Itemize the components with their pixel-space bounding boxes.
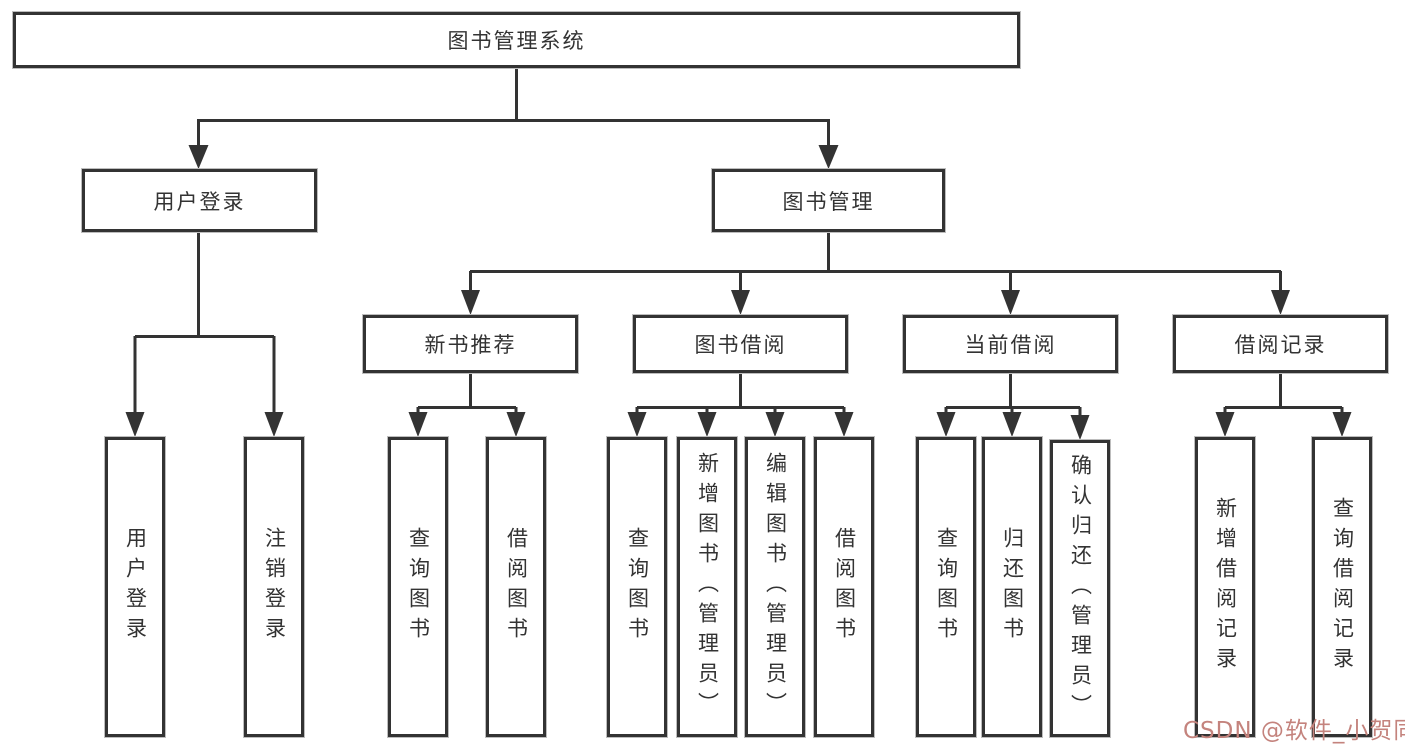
node-book-management-branch: 图书管理	[712, 169, 945, 232]
node-user-login-branch: 用户登录	[82, 169, 317, 232]
leaf-logout: 注销登录	[244, 437, 304, 737]
leaf-query-books-recommend: 查询图书	[388, 437, 448, 737]
leaf-confirm-return-admin: 确认归还（管理员）	[1050, 440, 1110, 737]
node-book-borrowing: 图书借阅	[633, 315, 848, 373]
leaf-query-books-current: 查询图书	[916, 437, 976, 737]
leaf-borrow-books-recommend: 借阅图书	[486, 437, 546, 737]
leaf-add-books-admin: 新增图书（管理员）	[677, 437, 737, 737]
node-borrowing-records: 借阅记录	[1173, 315, 1388, 373]
node-library-management-system: 图书管理系统	[13, 12, 1020, 68]
leaf-edit-books-admin: 编辑图书（管理员）	[745, 437, 805, 737]
node-current-borrowing: 当前借阅	[903, 315, 1118, 373]
node-new-book-recommendation: 新书推荐	[363, 315, 578, 373]
leaf-query-borrow-record: 查询借阅记录	[1312, 437, 1372, 737]
leaf-add-borrow-record: 新增借阅记录	[1195, 437, 1255, 737]
leaf-query-books-borrowing: 查询图书	[607, 437, 667, 737]
leaf-return-books: 归还图书	[982, 437, 1042, 737]
leaf-user-login: 用户登录	[105, 437, 165, 737]
leaf-borrow-books: 借阅图书	[814, 437, 874, 737]
